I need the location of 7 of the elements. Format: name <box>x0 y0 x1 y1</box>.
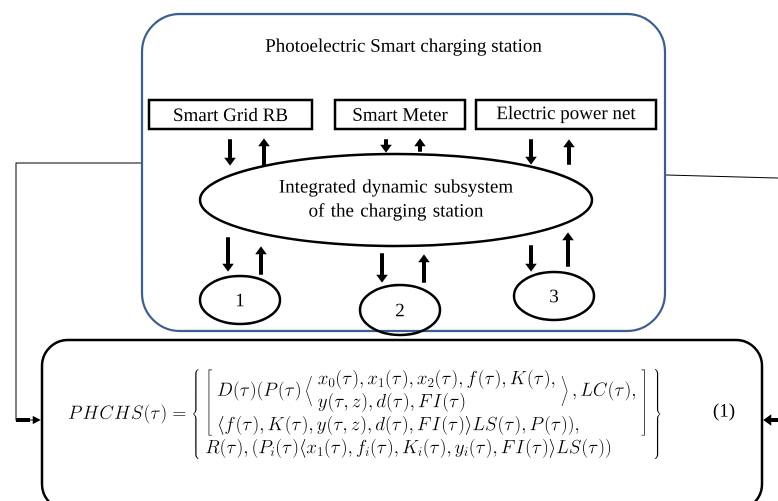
formula: $PHCHS(\tau)=\left\{\begin{array}{l}\left[\begin{array}{l}D(\tau)(P(\tau)\left\langle\begin{array}{l}x_0(\tau),x_1(\tau),x_2(\tau),f(\tau),K(\tau),\\ y(\tau,z),d(\tau),FI(\tau)\end{array}\right\rangle,LC(\tau),\\ \langle f(\tau),K(\tau),y(\tau,z),d(\tau),FI(\tau)\rangle LS(\tau),P(\tau)),\end{array}\right]\\ R(\tau),(P_i(\tau)\langle x_1(\tau),f_i(\tau),K_i(\tau),y_i(\tau),FI(\tau)\rangle LS(\tau))\end{array}\right\}$ <box>68 369 660 459</box>
title: Photoelectric Smart charging station <box>266 38 542 56</box>
line <box>666 174 778 178</box>
component-box: Smart Meter <box>334 98 466 130</box>
component-box: Smart Grid RB <box>148 98 314 130</box>
component-box: Electric power net <box>474 98 658 130</box>
equation-number: (1) <box>714 403 734 421</box>
